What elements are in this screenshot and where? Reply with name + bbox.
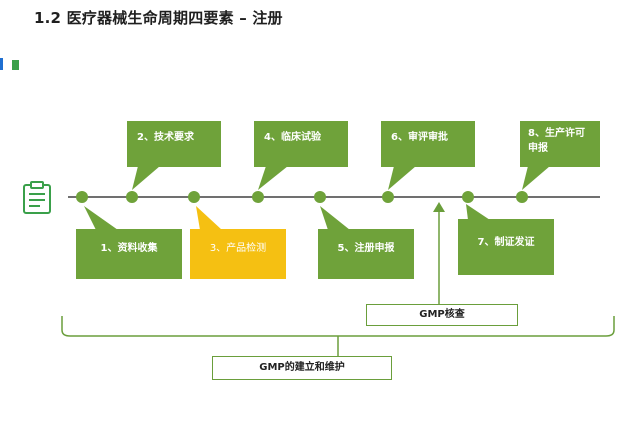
page-title: 1.2 医疗器械生命周期四要素 – 注册 — [34, 9, 283, 27]
timeline-dot — [126, 191, 138, 203]
bracket — [61, 316, 615, 358]
up-arrow-icon — [433, 202, 445, 306]
timeline-dot — [516, 191, 528, 203]
gmp-build-label: GMP的建立和维护 — [259, 362, 345, 373]
step-box-3: 3、产品检测 — [190, 229, 286, 279]
timeline-dot — [314, 191, 326, 203]
step-label: 4、临床试验 — [264, 132, 321, 143]
step-box-6: 6、审评审批 — [381, 121, 475, 167]
clipboard-document-icon — [22, 181, 52, 215]
timeline-dot — [462, 191, 474, 203]
timeline-dot — [382, 191, 394, 203]
step-box-8: 8、生产许可申报 — [520, 121, 600, 167]
step-label: 6、审评审批 — [391, 132, 448, 143]
step-label: 7、制证发证 — [477, 237, 535, 248]
accent-bar-green — [12, 60, 19, 70]
step-label: 8、生产许可申报 — [528, 128, 585, 154]
step-label: 5、注册申报 — [337, 243, 395, 254]
step-label: 1、资料收集 — [100, 243, 158, 254]
step-box-5: 5、注册申报 — [318, 229, 414, 279]
step-box-7: 7、制证发证 — [458, 219, 554, 275]
gmp-check-box: GMP核查 — [366, 304, 518, 326]
gmp-build-box: GMP的建立和维护 — [212, 356, 392, 380]
step-label: 3、产品检测 — [209, 243, 267, 254]
step-box-1: 1、资料收集 — [76, 229, 182, 279]
gmp-check-label: GMP核查 — [419, 309, 465, 320]
timeline-dot — [252, 191, 264, 203]
timeline-dot — [188, 191, 200, 203]
step-label: 2、技术要求 — [137, 132, 194, 143]
step-box-4: 4、临床试验 — [254, 121, 348, 167]
timeline-dot — [76, 191, 88, 203]
timeline-line — [68, 196, 600, 198]
accent-bar-blue — [0, 58, 3, 70]
step-box-2: 2、技术要求 — [127, 121, 221, 167]
